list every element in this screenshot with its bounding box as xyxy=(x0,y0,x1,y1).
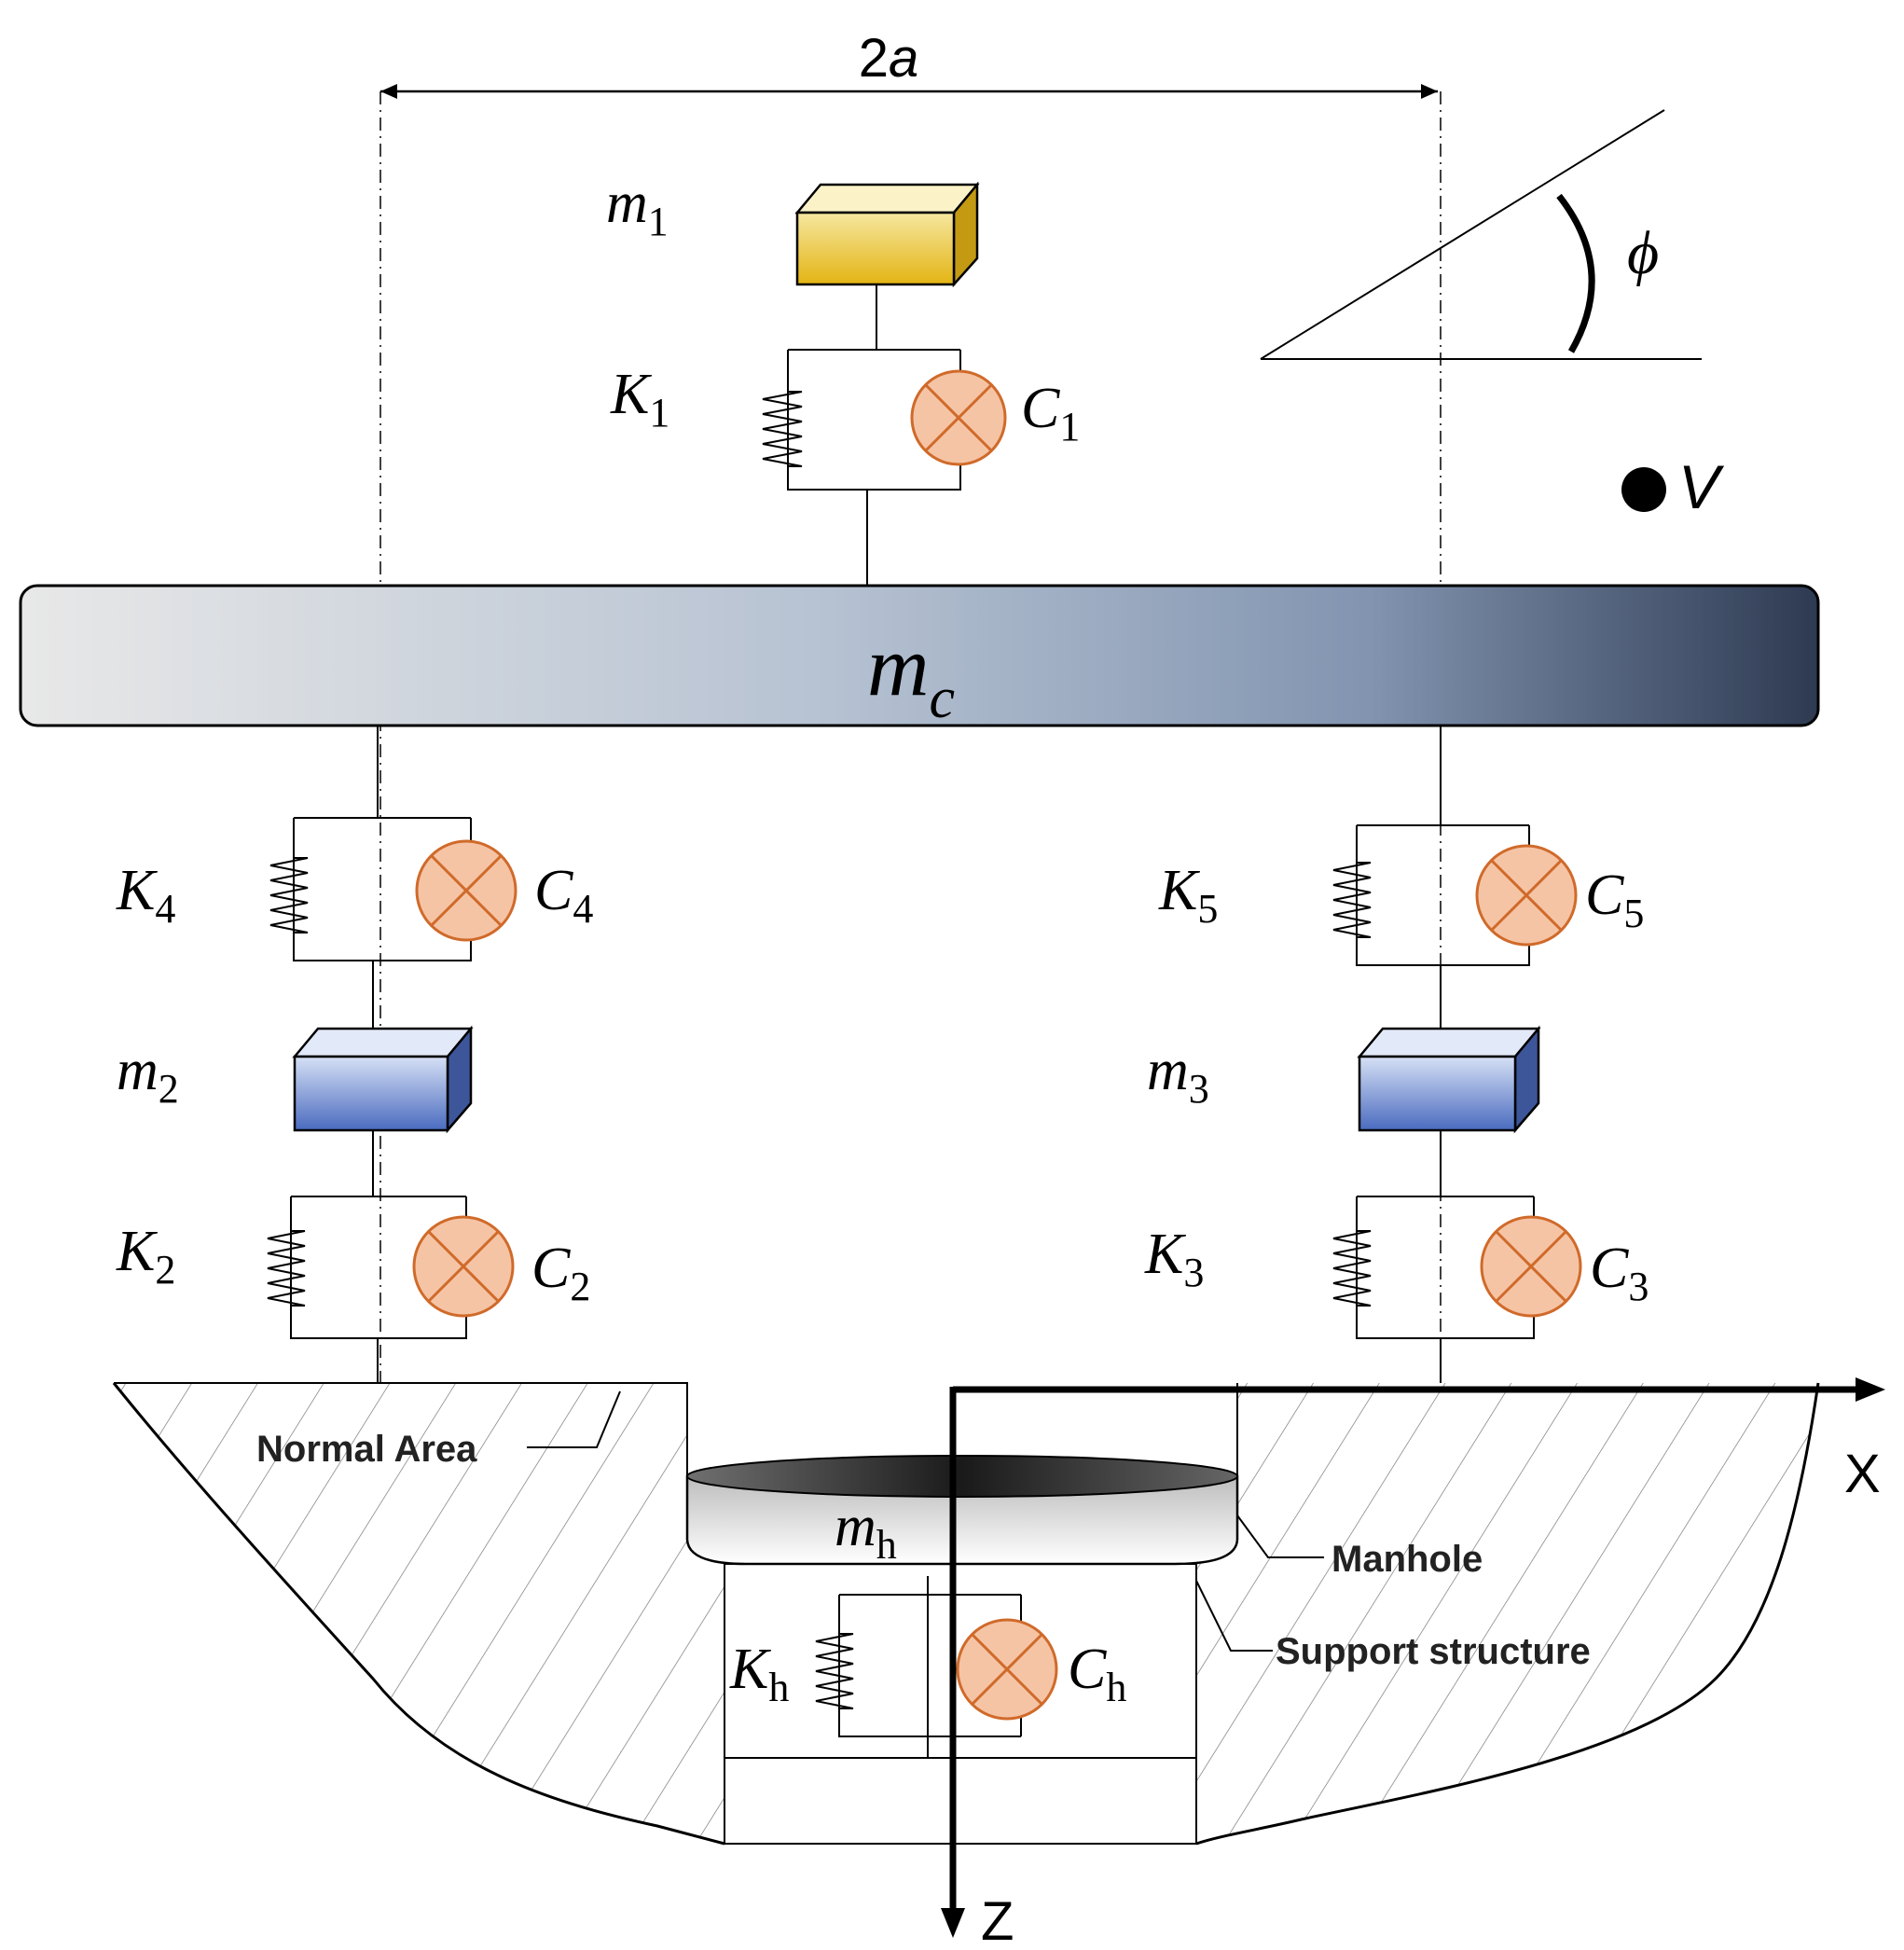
damper-c2 xyxy=(412,1215,515,1318)
wheel-mass-m3: m3 xyxy=(1147,1025,1541,1134)
c1-label: C1 xyxy=(1021,377,1080,449)
z-axis-label: Z xyxy=(981,1891,1014,1945)
c3-label: C3 xyxy=(1590,1237,1649,1309)
x-axis-arrow xyxy=(1856,1377,1885,1402)
manhole-callout: Manhole xyxy=(1236,1514,1483,1580)
manhole-mass-mh: mh xyxy=(685,1455,1239,1568)
damper-c1 xyxy=(910,369,1007,466)
m3-label: m3 xyxy=(1147,1039,1209,1112)
k2-label: K2 xyxy=(116,1220,175,1293)
m1-label: m1 xyxy=(606,172,669,244)
velocity-indicator: V xyxy=(1621,452,1725,521)
damper-c3 xyxy=(1480,1215,1582,1318)
coordinate-axes: X Z xyxy=(941,1377,1885,1950)
spring-k3 xyxy=(1332,1230,1372,1307)
k5-label: K5 xyxy=(1158,859,1218,932)
k1-label: K1 xyxy=(610,363,669,436)
m2-label: m2 xyxy=(117,1039,179,1112)
support-structure-callout: Support structure xyxy=(1195,1580,1591,1672)
x-axis-label: X xyxy=(1844,1444,1881,1504)
velocity-label: V xyxy=(1678,452,1725,521)
z-axis-arrow xyxy=(941,1908,965,1938)
k4-label: K4 xyxy=(116,859,175,932)
spring-k4 xyxy=(269,857,309,934)
wheel-mass-m2: m2 xyxy=(117,1025,474,1134)
seat-suspension: K1 C1 xyxy=(610,349,1080,491)
angle-label: ϕ xyxy=(1627,219,1659,287)
pitch-angle-indicator: ϕ xyxy=(1260,109,1702,360)
tyre-right-k3-c3: K3 C3 xyxy=(1144,1196,1649,1339)
damper-c4 xyxy=(415,839,517,942)
spring-k2 xyxy=(267,1230,306,1307)
spring-k5 xyxy=(1332,862,1372,938)
seat-mass-m1: m1 xyxy=(606,172,980,288)
normal-area-label: Normal Area xyxy=(256,1429,477,1470)
support-structure-label: Support structure xyxy=(1276,1631,1591,1672)
dimension-label: 2a xyxy=(859,28,919,89)
normal-area-callout: Normal Area xyxy=(256,1390,621,1470)
damper-c5 xyxy=(1475,844,1578,947)
suspension-right-k5-c5: K5 C5 xyxy=(1158,824,1644,966)
mc-label: mc xyxy=(867,618,955,730)
kh-label: Kh xyxy=(729,1638,789,1710)
suspension-left-k4-c4: K4 C4 xyxy=(116,817,593,961)
c5-label: C5 xyxy=(1585,864,1644,936)
road-ground-right xyxy=(1195,1382,1820,1846)
c2-label: C2 xyxy=(531,1237,590,1309)
c4-label: C4 xyxy=(534,859,593,932)
car-body-mc: mc xyxy=(19,584,1820,730)
tyre-left-k2-c2: K2 C2 xyxy=(116,1196,590,1339)
support-structure: Kh Ch xyxy=(724,1563,1197,1845)
damper-ch xyxy=(956,1618,1058,1721)
spring-kh xyxy=(815,1633,854,1709)
manhole-label: Manhole xyxy=(1331,1539,1483,1580)
velocity-dot xyxy=(1621,467,1666,512)
spring-k1 xyxy=(762,391,803,467)
mh-label: mh xyxy=(835,1495,897,1568)
k3-label: K3 xyxy=(1144,1223,1204,1295)
angle-arc xyxy=(1556,193,1595,353)
ch-label: Ch xyxy=(1068,1638,1126,1710)
